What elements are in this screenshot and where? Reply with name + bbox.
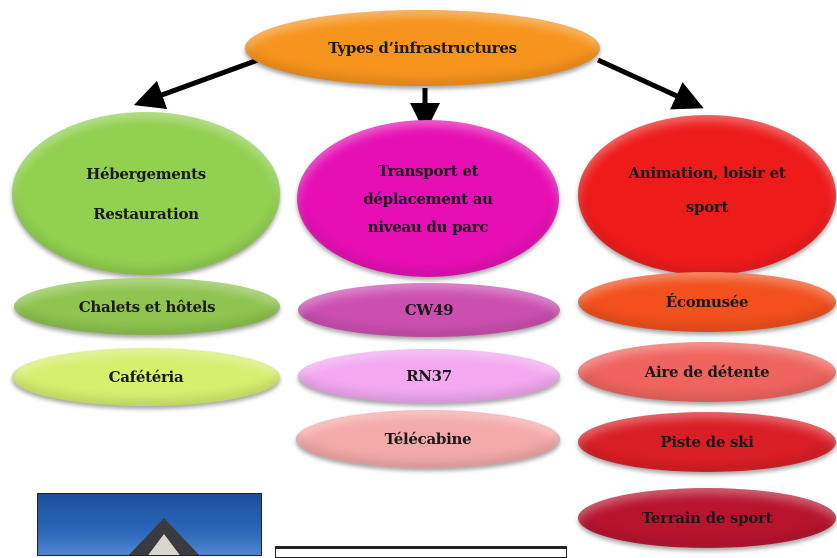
item-label: Télécabine	[384, 430, 472, 448]
item-cafeteria: Cafétéria	[12, 348, 280, 406]
item-label: Aire de détente	[644, 363, 770, 381]
category-transport-line-3: niveau du parc	[367, 217, 489, 236]
item-telecabine: Télécabine	[296, 410, 560, 468]
item-chalets-hotels: Chalets et hôtels	[14, 278, 280, 335]
item-label: Terrain de sport	[641, 509, 773, 527]
category-transport-line-2: déplacement au	[363, 189, 493, 208]
category-transport: Transport et déplacement au niveau du pa…	[297, 120, 559, 277]
item-terrain-sport: Terrain de sport	[578, 488, 836, 548]
category-transport-line-1: Transport et	[377, 161, 479, 180]
category-animation-line-2: sport	[685, 198, 729, 216]
item-label: Écomusée	[665, 293, 749, 311]
root-label: Types d’infrastructures	[328, 39, 517, 57]
arrow-to-hebergements	[133, 57, 259, 109]
item-label: CW49	[404, 301, 454, 319]
item-ecomusee: Écomusée	[578, 272, 836, 332]
chalet-gable-shape	[146, 534, 182, 555]
item-label: Cafétéria	[108, 368, 184, 386]
item-label: RN37	[406, 367, 452, 385]
item-piste-ski: Piste de ski	[578, 412, 836, 472]
category-hebergements-line-1: Hébergements	[86, 164, 206, 183]
item-rn37: RN37	[298, 349, 560, 403]
arrow-to-animation	[596, 57, 704, 110]
root-node: Types d’infrastructures	[245, 10, 600, 86]
caption-frame	[275, 546, 567, 558]
category-animation-line-1: Animation, loisir et	[628, 164, 786, 182]
item-aire-detente: Aire de détente	[578, 342, 836, 402]
item-label: Piste de ski	[660, 433, 754, 451]
category-hebergements: Hébergements Restauration	[12, 112, 280, 275]
category-animation: Animation, loisir et sport	[578, 115, 836, 275]
item-label: Chalets et hôtels	[78, 297, 216, 316]
chalet-photo	[37, 493, 262, 556]
category-hebergements-line-2: Restauration	[93, 204, 199, 223]
item-cw49: CW49	[298, 283, 560, 337]
